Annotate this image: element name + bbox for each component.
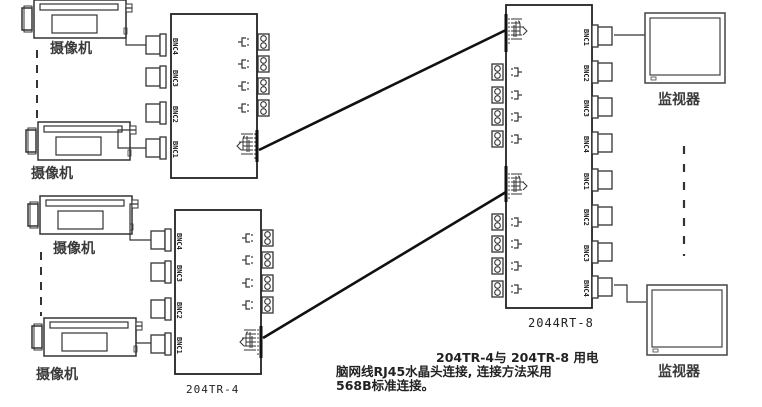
tx1-bnc3-label: BNC3 [171,70,179,87]
transmitter-2 [150,209,274,375]
camera-4 [31,317,143,357]
rx-bnc3a-label: BNC3 [582,100,590,117]
rx-bnc1a-label: BNC1 [582,29,590,46]
camera-2-label: 摄像机 [31,166,73,182]
tx1-bnc2-label: BNC2 [171,106,179,123]
camera-3-label: 摄像机 [53,241,95,257]
tx2-bnc4-label: BNC4 [175,233,183,250]
monitor-1-label: 监视器 [658,92,700,108]
camera-4-label: 摄像机 [36,367,78,383]
tx1-bnc4-label: BNC4 [171,38,179,55]
rx-bnc2a-label: BNC2 [582,65,590,82]
rx-bnc4a-label: BNC4 [582,136,590,153]
tx1-bnc1-label: BNC1 [171,141,179,158]
network-cable-2 [262,190,507,340]
receiver-model: 2044RT-8 [528,316,594,330]
camera-2 [25,121,137,161]
tx2-bnc3-label: BNC3 [175,265,183,282]
rx-bnc3b-label: BNC3 [582,245,590,262]
tx2-bnc2-label: BNC2 [175,302,183,319]
note-line-2: 脑网线RJ45水晶头连接, 连接方法采用 [336,364,552,379]
tx2-bnc1-label: BNC1 [175,337,183,354]
camera-1-label: 摄像机 [50,41,92,57]
receiver [491,4,613,309]
rx-bnc2b-label: BNC2 [582,209,590,226]
network-cable-1 [258,28,507,152]
note-line-1: 204TR-4与 204TR-8 用电 [436,350,599,365]
camera-3 [27,195,139,235]
transmitter-1 [145,13,270,179]
transmitter-2-model: 204TR-4 [186,383,240,396]
monitor-1 [644,12,726,84]
rx-bnc1b-label: BNC1 [582,173,590,190]
camera-1 [21,0,133,39]
monitor-2-label: 监视器 [658,364,700,380]
monitor-2 [646,284,728,356]
note-line-3: 568B标准连接。 [336,378,435,393]
rx-bnc4b-label: BNC4 [582,280,590,297]
